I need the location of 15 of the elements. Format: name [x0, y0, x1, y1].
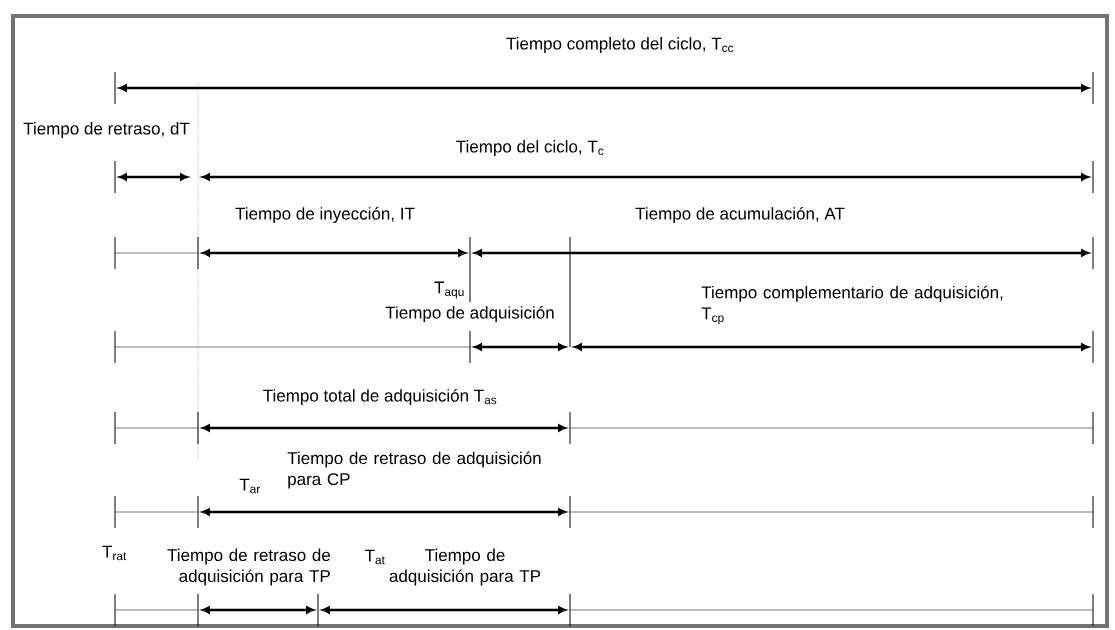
timing-label: Tiempo de inyección, IT [235, 207, 415, 224]
timing-label: T$_{at}$ [365, 549, 385, 565]
timing-label: Tiempo complementario de adquisición, T$_{cp}$ [701, 285, 1003, 325]
timing-label: Tiempo de retraso de adquisición para CP [287, 451, 541, 489]
timing-label: Tiempo de adquisición [385, 306, 554, 323]
timing-label: Tiempo de acumulación, AT [635, 207, 845, 224]
timing-label: Tiempo de adquisición para TP [389, 548, 541, 586]
timing-label: Tiempo de retraso, dT [23, 122, 190, 138]
timing-label: Tiempo total de adquisición T$_{as}$ [263, 389, 497, 406]
timing-label: T$_{ar}$ [239, 478, 261, 494]
timing-label: T$_{aqu}$ [434, 281, 464, 299]
timing-label: Tiempo de retraso de adquisición para TP [167, 548, 330, 586]
timing-label: Tiempo completo del ciclo, T$_{cc}$ [506, 37, 734, 53]
timing-label: Tiempo del ciclo, T$_{c}$ [456, 140, 604, 156]
timing-label: T$_{rat}$ [102, 545, 127, 561]
